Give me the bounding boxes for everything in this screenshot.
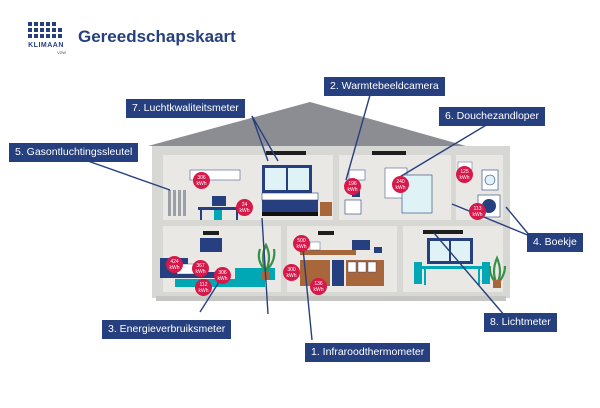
desk-icon: [189, 169, 241, 220]
bathroom-fixtures: [344, 151, 433, 215]
logo-subtext: VZW: [57, 50, 66, 55]
label-gasontluchtingssleutel: 5. Gasontluchtingssleutel: [9, 143, 139, 162]
bedroom-window: [262, 151, 312, 193]
page-title: Gereedschapskaart: [78, 27, 236, 46]
logo-text: KLIMAAN: [28, 42, 64, 49]
label-infraroodthermometer: 1. Infraroodthermometer: [305, 343, 431, 362]
label-energieverbruiksmeter: 3. Energieverbruiksmeter: [102, 320, 232, 339]
pointer-lines: [84, 87, 531, 341]
label-luchtkwaliteitsmeter: 7. Luchtkwaliteitsmeter: [126, 99, 245, 118]
plant-icon: [257, 242, 276, 272]
roof: [148, 102, 466, 146]
bed-icon: [261, 192, 332, 216]
label-warmtebeeldcamera: 2. Warmtebeeldcamera: [324, 77, 445, 96]
radiator-icon: [168, 190, 186, 216]
klimaan-logo: KLIMAAN VZW: [26, 22, 66, 56]
label-douchezandloper: 6. Douchezandloper: [439, 107, 545, 126]
logo-dots-icon: [28, 22, 62, 38]
label-lichtmeter: 8. Lichtmeter: [484, 313, 557, 332]
label-boekje: 4. Boekje: [527, 233, 583, 252]
